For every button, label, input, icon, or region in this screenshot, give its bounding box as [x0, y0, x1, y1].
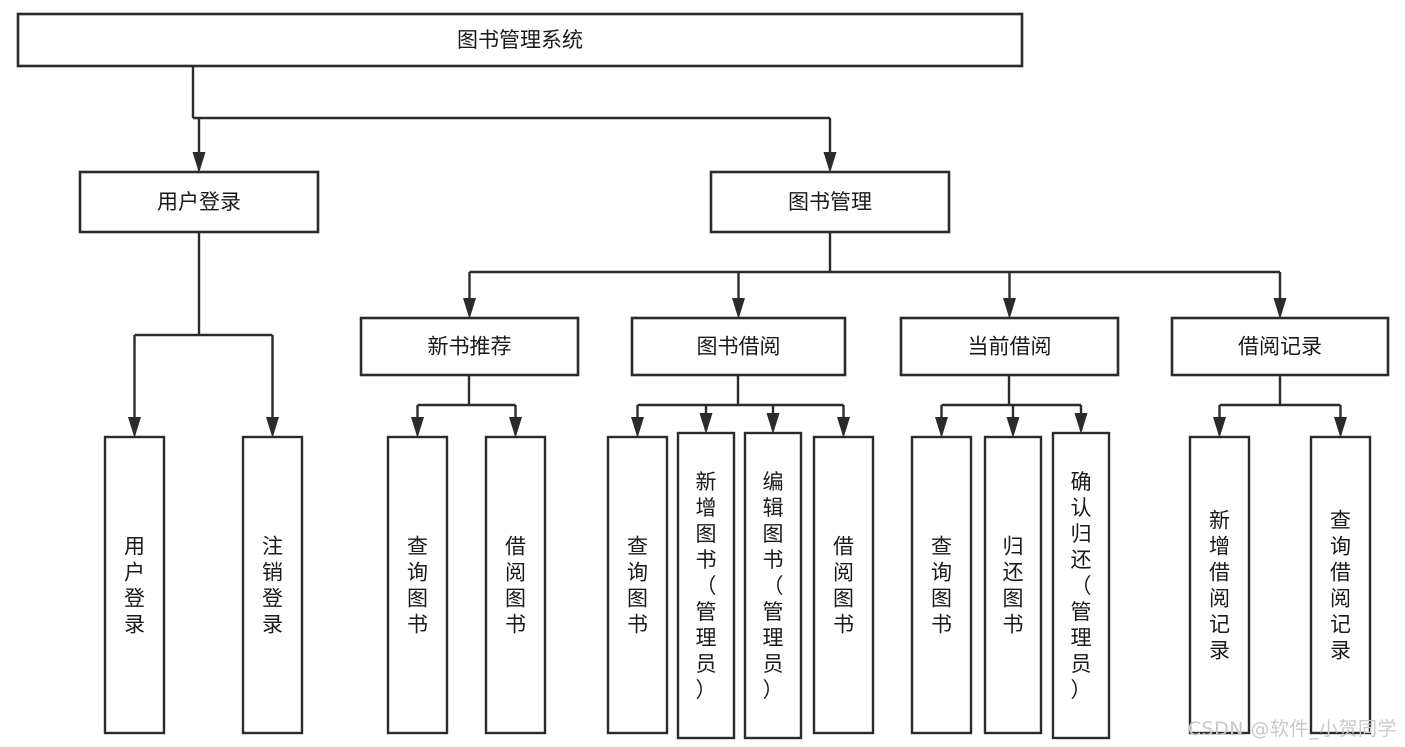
arrow-head-leaf_confirm_return_admin [1074, 413, 1088, 434]
node-box-leaf-add-book-admin[interactable] [676, 431, 736, 740]
edge-group-borrow_record [1213, 375, 1347, 438]
node-box-leaf-logout[interactable] [241, 435, 304, 735]
node-label-leaf-add-book-admin: 新增图书（管理员） [696, 470, 717, 702]
arrow-head-leaf_query_book_2 [631, 417, 644, 438]
arrow-head-leaf_edit_book_admin [766, 413, 780, 434]
node-label-leaf-logout: 注销登录 [262, 534, 283, 636]
node-label-leaf-return-book: 归还图书 [1003, 534, 1024, 636]
node-label-book-borrow: 图书借阅 [697, 335, 781, 359]
node-leaf-borrow-book-1[interactable]: 借阅图书 [484, 435, 547, 735]
node-label-leaf-edit-book-admin: 编辑图书（管理员） [763, 470, 784, 702]
edge-group-book_manage [463, 232, 1287, 319]
node-leaf-add-record[interactable]: 新增借阅记录 [1188, 435, 1251, 735]
arrow-head-leaf_query_book_3 [935, 417, 948, 438]
arrow-head-leaf_user_login [128, 417, 141, 438]
node-box-leaf-query-record[interactable] [1309, 435, 1372, 735]
node-label-leaf-borrow-book-2: 借阅图书 [833, 534, 854, 636]
arrow-head-leaf_query_book_1 [411, 417, 424, 438]
arrow-head-current_borrow [1003, 298, 1016, 319]
edge-group-root [191, 66, 837, 173]
node-book-manage[interactable]: 图书管理 [709, 170, 951, 234]
node-box-leaf-query-book-3[interactable] [910, 435, 973, 735]
csdn-watermark: CSDN @软件_小贺同学 [1187, 718, 1397, 740]
node-label-new-book-rec: 新书推荐 [428, 335, 512, 359]
node-label-leaf-user-login: 用户登录 [124, 534, 145, 636]
node-new-book-rec[interactable]: 新书推荐 [359, 316, 580, 377]
node-borrow-record[interactable]: 借阅记录 [1170, 316, 1390, 377]
node-box-new-book-rec[interactable] [359, 316, 580, 377]
node-box-borrow-record[interactable] [1170, 316, 1390, 377]
edge-group-new_book_rec [411, 375, 522, 438]
node-label-leaf-add-record: 新增借阅记录 [1209, 508, 1230, 662]
arrow-head-book_manage [823, 152, 837, 173]
arrow-head-book_borrow [732, 298, 745, 319]
node-box-current-borrow[interactable] [899, 316, 1120, 377]
node-label-current-borrow: 当前借阅 [968, 335, 1052, 359]
node-leaf-borrow-book-2[interactable]: 借阅图书 [812, 435, 875, 735]
edge-group-book_borrow [631, 375, 850, 438]
edge-group-current_borrow [935, 375, 1088, 438]
node-box-leaf-user-login[interactable] [103, 435, 166, 735]
node-leaf-user-login[interactable]: 用户登录 [103, 435, 166, 735]
node-leaf-query-record[interactable]: 查询借阅记录 [1309, 435, 1372, 735]
node-box-user-login[interactable] [78, 170, 320, 234]
edge-group-user_login [128, 232, 279, 438]
node-label-leaf-borrow-book-1: 借阅图书 [505, 534, 526, 636]
node-box-leaf-return-book[interactable] [983, 435, 1043, 735]
node-layer: 图书管理系统用户登录图书管理新书推荐图书借阅当前借阅借阅记录用户登录注销登录查询… [16, 12, 1390, 740]
node-leaf-query-book-2[interactable]: 查询图书 [606, 435, 669, 735]
arrow-head-leaf_borrow_book_1 [509, 417, 522, 438]
node-box-leaf-query-book-2[interactable] [606, 435, 669, 735]
arrow-head-new_book_rec [463, 298, 476, 319]
node-leaf-confirm-return-admin[interactable]: 确认归还（管理员） [1051, 431, 1111, 740]
node-box-leaf-borrow-book-1[interactable] [484, 435, 547, 735]
arrow-head-user_login [192, 152, 206, 173]
node-label-leaf-query-record: 查询借阅记录 [1330, 508, 1351, 662]
node-leaf-logout[interactable]: 注销登录 [241, 435, 304, 735]
node-box-root[interactable] [16, 12, 1024, 68]
node-box-leaf-confirm-return-admin[interactable] [1051, 431, 1111, 740]
arrow-head-borrow_record [1273, 298, 1287, 319]
node-user-login[interactable]: 用户登录 [78, 170, 320, 234]
node-label-borrow-record: 借阅记录 [1238, 335, 1322, 359]
node-label-leaf-query-book-2: 查询图书 [627, 534, 648, 636]
node-label-leaf-confirm-return-admin: 确认归还（管理员） [1071, 470, 1092, 702]
node-root[interactable]: 图书管理系统 [16, 12, 1024, 68]
arrow-head-leaf_add_book_admin [699, 413, 713, 434]
node-box-leaf-query-book-1[interactable] [386, 435, 449, 735]
node-label-leaf-query-book-3: 查询图书 [931, 534, 952, 636]
node-leaf-add-book-admin[interactable]: 新增图书（管理员） [676, 431, 736, 740]
arrow-head-leaf_query_record [1334, 417, 1347, 438]
node-box-leaf-borrow-book-2[interactable] [812, 435, 875, 735]
arrow-head-leaf_add_record [1213, 417, 1226, 438]
node-box-book-borrow[interactable] [630, 316, 847, 377]
node-label-leaf-query-book-1: 查询图书 [407, 534, 428, 636]
node-box-leaf-add-record[interactable] [1188, 435, 1251, 735]
node-label-user-login: 用户登录 [157, 190, 241, 214]
arrow-head-leaf_borrow_book_2 [837, 417, 850, 438]
node-book-borrow[interactable]: 图书借阅 [630, 316, 847, 377]
node-box-book-manage[interactable] [709, 170, 951, 234]
node-leaf-return-book[interactable]: 归还图书 [983, 435, 1043, 735]
node-label-book-manage: 图书管理 [788, 190, 872, 214]
connector-layer [128, 66, 1347, 438]
node-leaf-query-book-1[interactable]: 查询图书 [386, 435, 449, 735]
arrow-head-leaf_return_book [1006, 417, 1020, 438]
node-leaf-query-book-3[interactable]: 查询图书 [910, 435, 973, 735]
node-leaf-edit-book-admin[interactable]: 编辑图书（管理员） [743, 431, 803, 740]
node-current-borrow[interactable]: 当前借阅 [899, 316, 1120, 377]
arrow-head-leaf_logout [266, 417, 279, 438]
node-box-leaf-edit-book-admin[interactable] [743, 431, 803, 740]
node-label-root: 图书管理系统 [457, 28, 583, 52]
